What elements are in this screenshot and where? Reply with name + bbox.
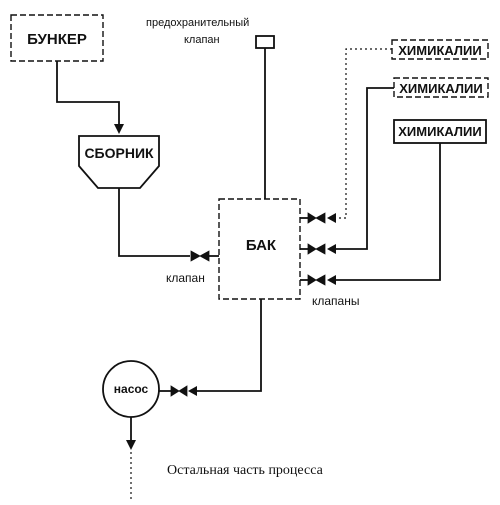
chemicals-label-3: ХИМИКАЛИИ bbox=[398, 124, 481, 139]
chemicals-3-valve-left bbox=[307, 274, 317, 286]
pump-label: насос bbox=[114, 382, 149, 396]
collector-label: СБОРНИК bbox=[84, 145, 154, 161]
chemicals-2-valve-right bbox=[315, 243, 326, 255]
bunker-to-collector-line bbox=[56, 61, 120, 124]
pump-node: насос bbox=[102, 360, 160, 418]
chemicals-3-valve bbox=[300, 274, 326, 286]
chemicals-3-line bbox=[336, 143, 441, 281]
chemicals-2-arrow bbox=[327, 244, 336, 254]
tank-to-pump-line bbox=[197, 299, 262, 392]
chemicals-2-line bbox=[336, 87, 394, 250]
chemicals-1-arrow bbox=[327, 213, 336, 223]
chemicals-1-valve-left bbox=[307, 212, 317, 224]
tank-node: БАК bbox=[218, 198, 301, 300]
inlet-valve bbox=[190, 250, 219, 262]
bunker-node: БУНКЕР bbox=[10, 14, 104, 62]
chemicals-node-3: ХИМИКАЛИИ bbox=[393, 119, 487, 144]
pump-valve-left bbox=[170, 385, 180, 397]
safety-valve-label-line1: предохранительный bbox=[146, 17, 249, 29]
chemicals-3-valve-right bbox=[315, 274, 326, 286]
chemicals-label-2: ХИМИКАЛИИ bbox=[399, 81, 482, 96]
chemicals-label-1: ХИМИКАЛИИ bbox=[398, 43, 481, 58]
chemicals-1-valve-right bbox=[315, 212, 326, 224]
collector-to-tank-line bbox=[118, 188, 190, 257]
chemicals-1-valve bbox=[300, 212, 326, 224]
pump-outlet-arrow bbox=[126, 440, 136, 450]
valves-label: клапаны bbox=[312, 294, 359, 308]
tank-label: БАК bbox=[246, 237, 277, 254]
safety-valve-label-line2: клапан bbox=[184, 34, 220, 46]
valve-label: клапан bbox=[166, 271, 205, 285]
chemicals-2-valve bbox=[300, 243, 326, 255]
chemicals-node-1: ХИМИКАЛИИ bbox=[391, 39, 489, 60]
inlet-valve-left bbox=[190, 250, 201, 262]
bunker-to-collector-arrow bbox=[114, 124, 124, 134]
rest-of-process-label: Остальная часть процесса bbox=[167, 463, 324, 478]
collector-node: СБОРНИК bbox=[78, 135, 160, 189]
safety-valve-box bbox=[255, 35, 275, 49]
chemicals-1-line bbox=[336, 48, 392, 219]
chemicals-3-arrow bbox=[327, 275, 336, 285]
chemicals-2-valve-left bbox=[307, 243, 317, 255]
tank-to-pump-arrow bbox=[188, 386, 197, 396]
pump-valve bbox=[159, 385, 188, 397]
chemicals-node-2: ХИМИКАЛИИ bbox=[393, 77, 489, 98]
inlet-valve-right bbox=[199, 250, 210, 262]
collector-shape bbox=[78, 135, 160, 189]
pump-valve-right bbox=[178, 385, 188, 397]
bunker-label: БУНКЕР bbox=[27, 31, 87, 48]
